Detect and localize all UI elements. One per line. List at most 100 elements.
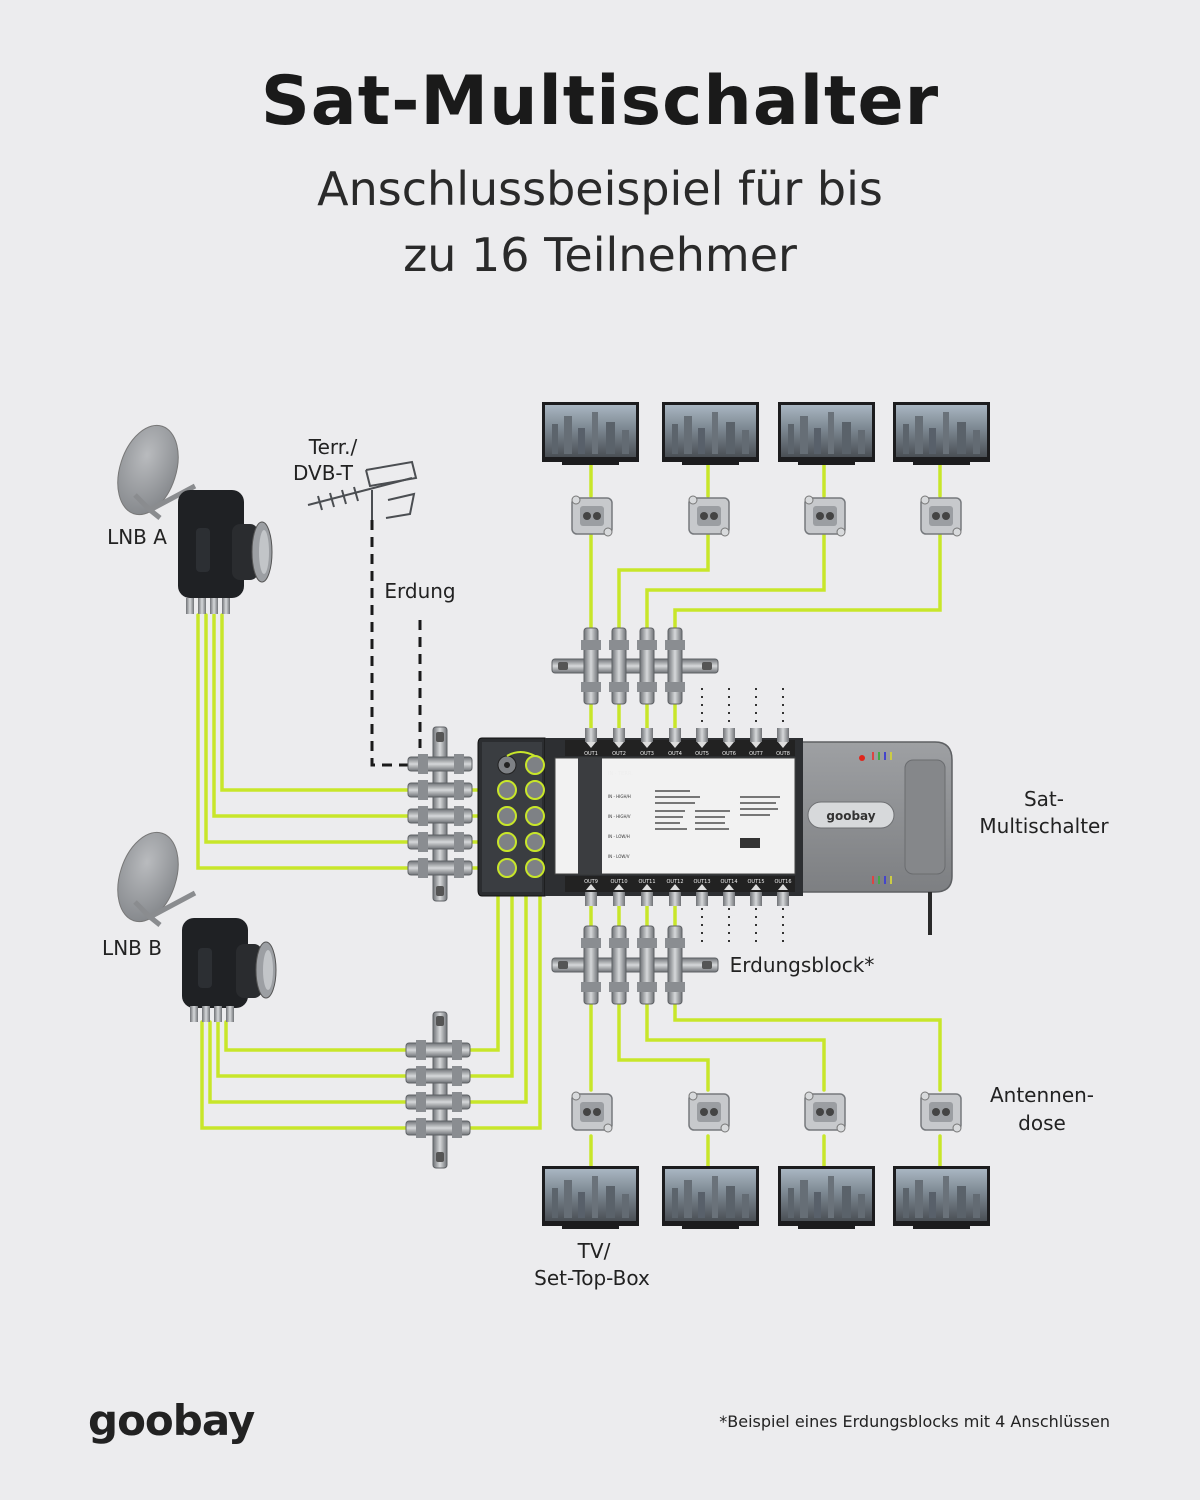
device-badge-logo: goobay	[826, 809, 875, 823]
satellite-dish-a-icon	[117, 424, 197, 520]
cable-lnb-b-3	[208, 1020, 412, 1104]
out-label-6: OUT6	[722, 751, 736, 757]
gb-lnb-b-connector-1	[405, 1040, 471, 1060]
label-terr-2: DVB-T	[293, 461, 354, 485]
gb-top-connector-1	[581, 627, 601, 705]
label-lnb-b: LNB B	[102, 936, 162, 960]
cable-top-3	[645, 530, 826, 634]
power-led	[859, 755, 865, 761]
input-label-1: IN - HIGH/H	[608, 794, 631, 799]
ground-block-top	[551, 627, 719, 705]
gb-top-connector-4	[665, 627, 685, 705]
terrestrial-antenna-icon	[307, 460, 418, 520]
output-row-bottom: OUT9 OUT10 OUT11 OUT12 OUT13 OUT14 OUT15…	[565, 876, 795, 906]
tv-row-bottom	[542, 1166, 990, 1229]
gb-input-connector-0	[407, 754, 473, 774]
out-label-7: OUT7	[749, 751, 763, 757]
tv-bottom-3	[778, 1166, 875, 1229]
antenna-socket-icon	[571, 1091, 613, 1133]
ground-block-bottom	[551, 925, 719, 1005]
gb-bottom-connector-4	[665, 925, 685, 1005]
device-badge	[807, 801, 895, 829]
label-antennendose-2: dose	[1018, 1111, 1066, 1135]
cable-lnb-a-3	[204, 613, 414, 844]
gb-top-connector-3	[637, 627, 657, 705]
subtitle-line-2: zu 16 Teilnehmer	[403, 228, 797, 282]
gb-input-connector-3	[407, 832, 473, 852]
antenna-socket-icon	[804, 495, 846, 537]
cable-lnb-b-riser-1	[464, 868, 500, 1052]
gb-input-connector-1	[407, 780, 473, 800]
cable-bottom-2	[617, 998, 710, 1092]
cable-lnb-a-4	[196, 613, 414, 870]
out-label-2: OUT2	[612, 751, 626, 757]
cable-lnb-b-2	[216, 1020, 412, 1078]
gb-lnb-b-connector-2	[405, 1066, 471, 1086]
output-row-top: OUT1 OUT2 OUT3 OUT4 OUT5 OUT6 OUT7 OUT8	[565, 728, 795, 757]
cable-lnb-b-riser-4	[464, 868, 542, 1130]
input-label-terr: IN - TERR.	[608, 771, 633, 777]
tv-bottom-4	[893, 1166, 990, 1229]
tv-top-2	[662, 402, 759, 465]
label-lnb-a: LNB A	[107, 525, 167, 549]
label-erdungsblock: Erdungsblock*	[730, 953, 875, 977]
satellite-dish-b-icon	[117, 831, 197, 927]
gb-bottom-connector-2	[609, 925, 629, 1005]
switch-input-connectors	[497, 755, 545, 878]
label-multischalter-2: Multischalter	[979, 814, 1109, 838]
antenna-socket-icon	[571, 495, 613, 537]
label-tv-2: Set-Top-Box	[534, 1266, 650, 1290]
out-label-12: OUT12	[666, 879, 683, 885]
gb-bottom-connector-3	[637, 925, 657, 1005]
tv-bottom-1	[542, 1166, 639, 1229]
socket-row-top	[571, 495, 962, 537]
cable-bottom-4	[673, 998, 942, 1092]
ground-block-lnb-b	[405, 1011, 471, 1169]
antenna-socket-icon	[920, 1091, 962, 1133]
footnote: *Beispiel eines Erdungsblocks mit 4 Ansc…	[719, 1412, 1110, 1431]
out-label-13: OUT13	[693, 879, 710, 885]
input-label-4: IN - LOW/V	[608, 854, 630, 859]
coax-cables	[196, 460, 942, 1170]
cable-top-2	[617, 530, 710, 634]
out-label-14: OUT14	[720, 879, 737, 885]
terr-cable	[370, 520, 430, 767]
cable-lnb-b-4	[200, 1020, 412, 1130]
label-erdung: Erdung	[384, 579, 455, 603]
out-label-11: OUT11	[638, 879, 655, 885]
label-antennendose-1: Antennen-	[990, 1083, 1094, 1107]
out-label-9: OUT9	[584, 879, 598, 885]
gb-lnb-b-connector-4	[405, 1118, 471, 1138]
brand-logo: goobay	[88, 1396, 255, 1445]
out-label-5: OUT5	[695, 751, 709, 757]
tv-top-1	[542, 402, 639, 465]
label-tv-1: TV/	[577, 1239, 611, 1263]
gb-input-connector-4	[407, 858, 473, 878]
page-subtitle: Anschlussbeispiel für bis zu 16 Teilnehm…	[0, 156, 1200, 288]
out-label-8: OUT8	[776, 751, 790, 757]
cable-lnb-b-riser-2	[464, 868, 514, 1078]
cable-lnb-b-1	[224, 1020, 412, 1052]
earth-wires	[370, 520, 430, 767]
gb-input-connector-2	[407, 806, 473, 826]
diagram-labels: Terr./ DVB-T LNB A Erdung Sat- Multischa…	[102, 435, 1109, 1290]
input-label-3: IN - LOW/H	[608, 834, 630, 839]
tv-top-4	[893, 402, 990, 465]
cable-top-4	[673, 530, 942, 634]
out-label-16: OUT16	[774, 879, 791, 885]
multiswitch-device: goobay IN - TERR. IN - HIGH/H IN -	[477, 728, 953, 935]
antenna-socket-icon	[804, 1091, 846, 1133]
led-strip-bottom	[872, 876, 892, 884]
cable-bottom-3	[645, 998, 826, 1092]
out-label-10: OUT10	[610, 879, 627, 885]
gb-top-connector-2	[609, 627, 629, 705]
tv-bottom-2	[662, 1166, 759, 1229]
out-label-1: OUT1	[584, 751, 598, 757]
input-label-2: IN - HIGH/V	[608, 814, 631, 819]
out-label-15: OUT15	[747, 879, 764, 885]
cable-lnb-a-1	[220, 613, 414, 792]
label-multischalter-1: Sat-	[1024, 787, 1064, 811]
tv-top-3	[778, 402, 875, 465]
